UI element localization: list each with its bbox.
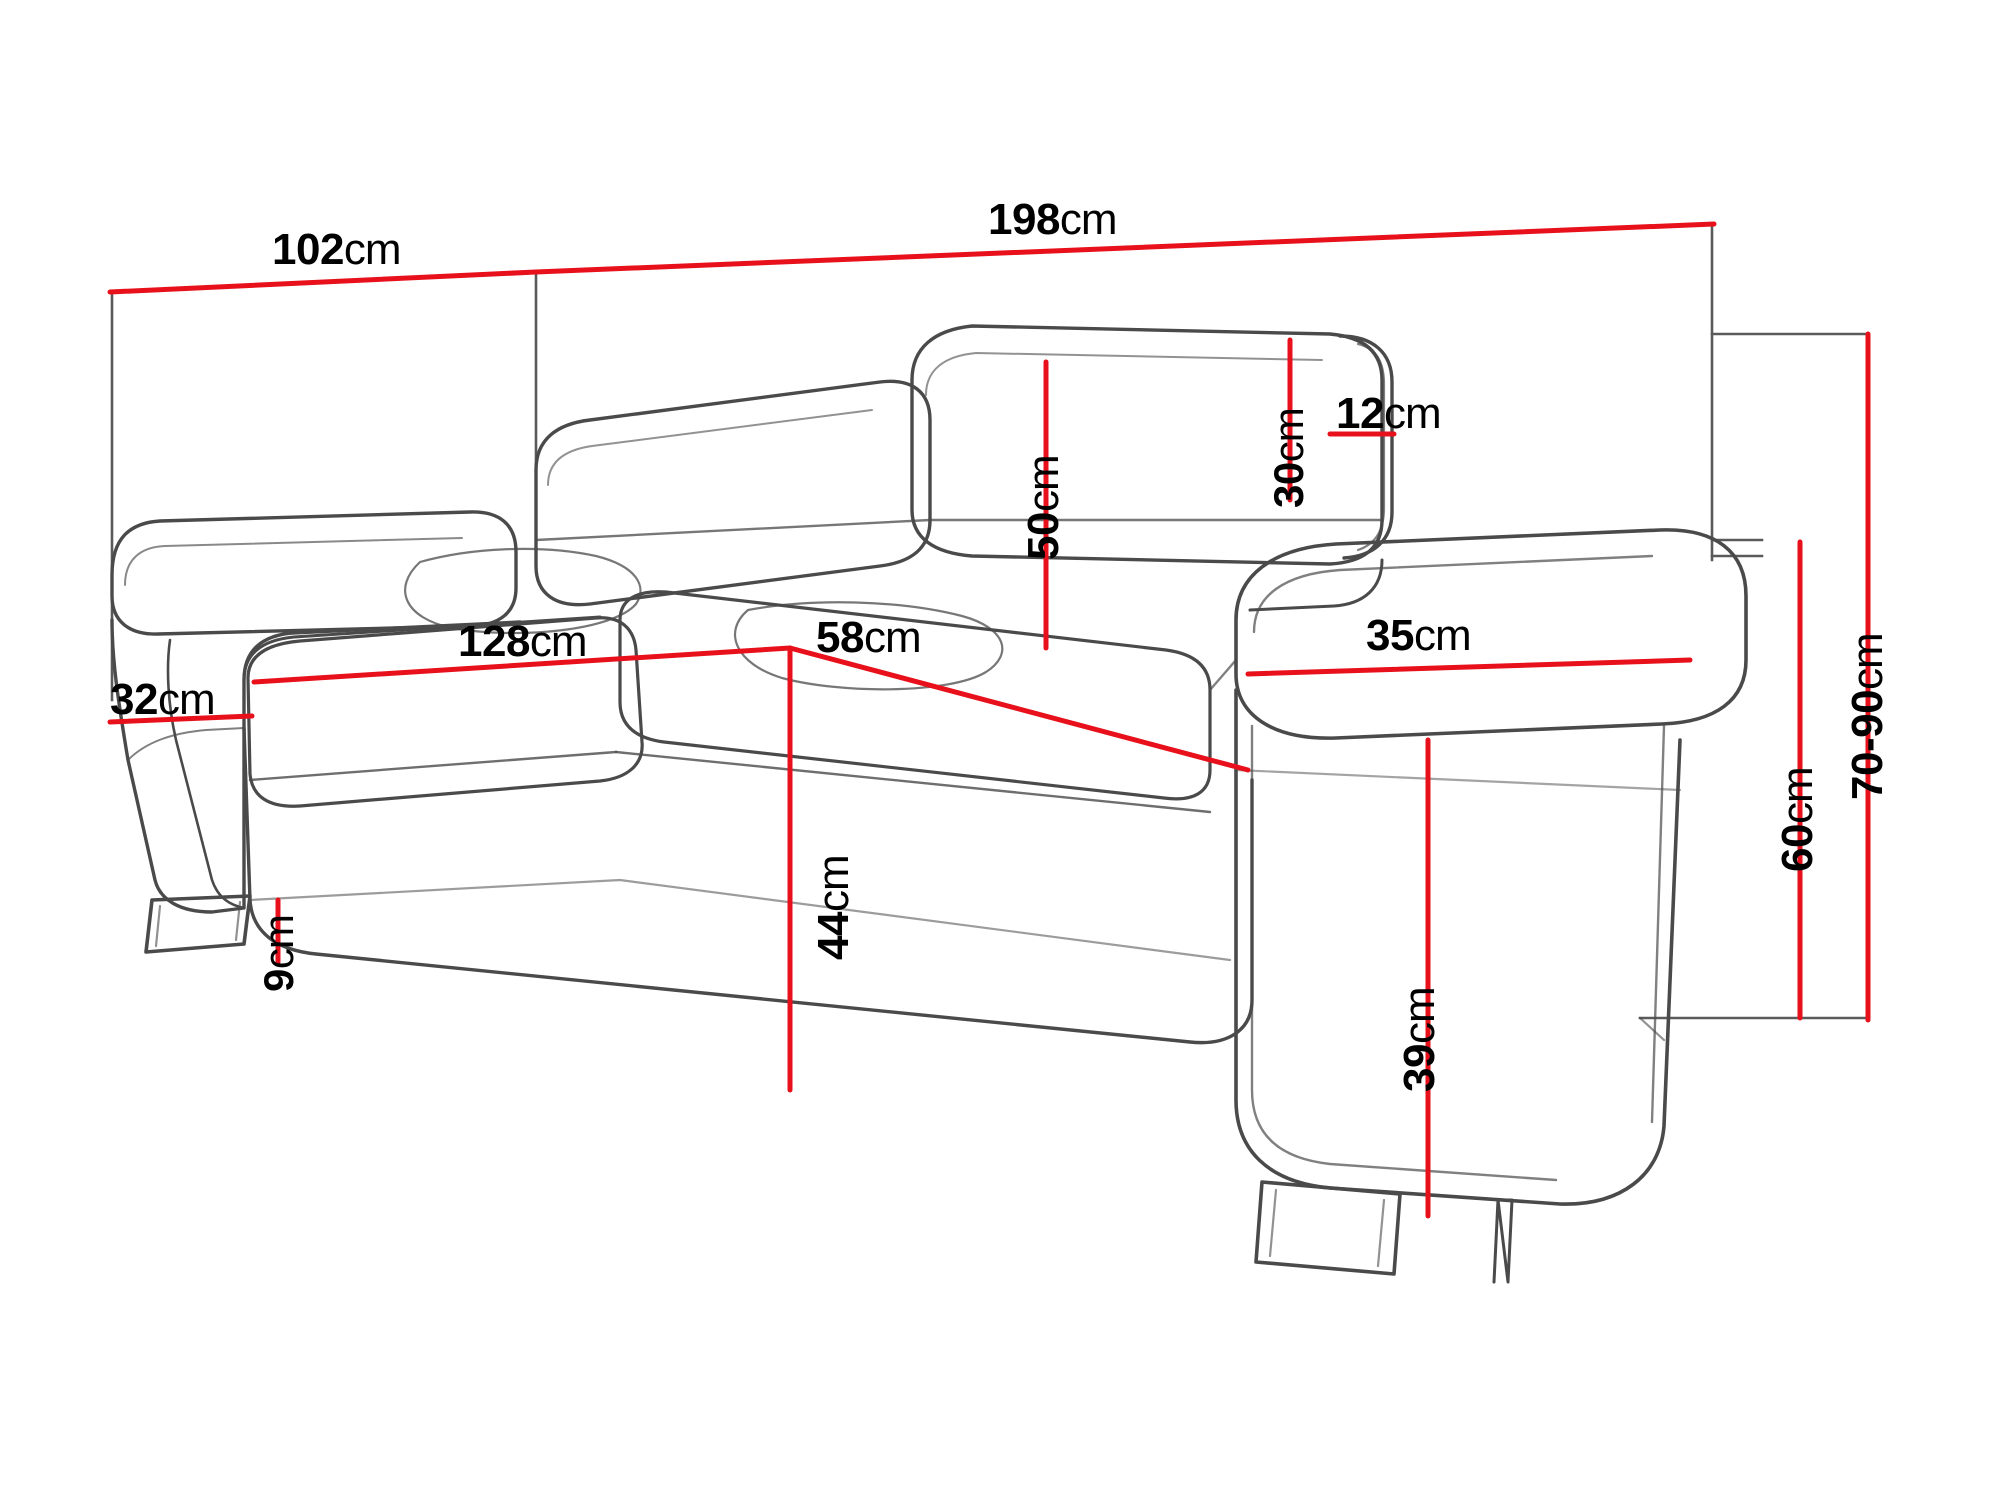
dimension-label-39: 39cm	[1395, 987, 1444, 1092]
dimension-label-32: 32cm	[110, 675, 216, 724]
dimension-label-9: 9cm	[255, 915, 302, 992]
dimension-label-58: 58cm	[816, 613, 922, 662]
dimline-35	[1245, 657, 1693, 677]
extension-lines	[110, 222, 1870, 1020]
dimension-label-60: 60cm	[1773, 767, 1822, 872]
dimension-label-128: 128cm	[458, 617, 588, 666]
dimension-label-198: 198cm	[988, 195, 1118, 244]
dimline-198	[533, 221, 1717, 275]
dimension-label-12: 12cm	[1336, 389, 1442, 438]
dimension-label-102: 102cm	[272, 225, 402, 274]
dimension-label-70-90: 70-90cm	[1843, 633, 1892, 800]
sofa-outline	[110, 324, 1748, 1284]
dimension-label-44: 44cm	[809, 855, 858, 960]
dimline-128	[251, 645, 793, 685]
dimension-label-50: 50cm	[1019, 455, 1068, 560]
dimension-label-35: 35cm	[1366, 611, 1472, 660]
dimension-lines	[107, 221, 1871, 1219]
dimline-32	[107, 713, 255, 725]
dimension-label-30: 30cm	[1265, 408, 1312, 508]
dimline-58	[787, 645, 1251, 773]
dimline-102	[107, 269, 539, 295]
